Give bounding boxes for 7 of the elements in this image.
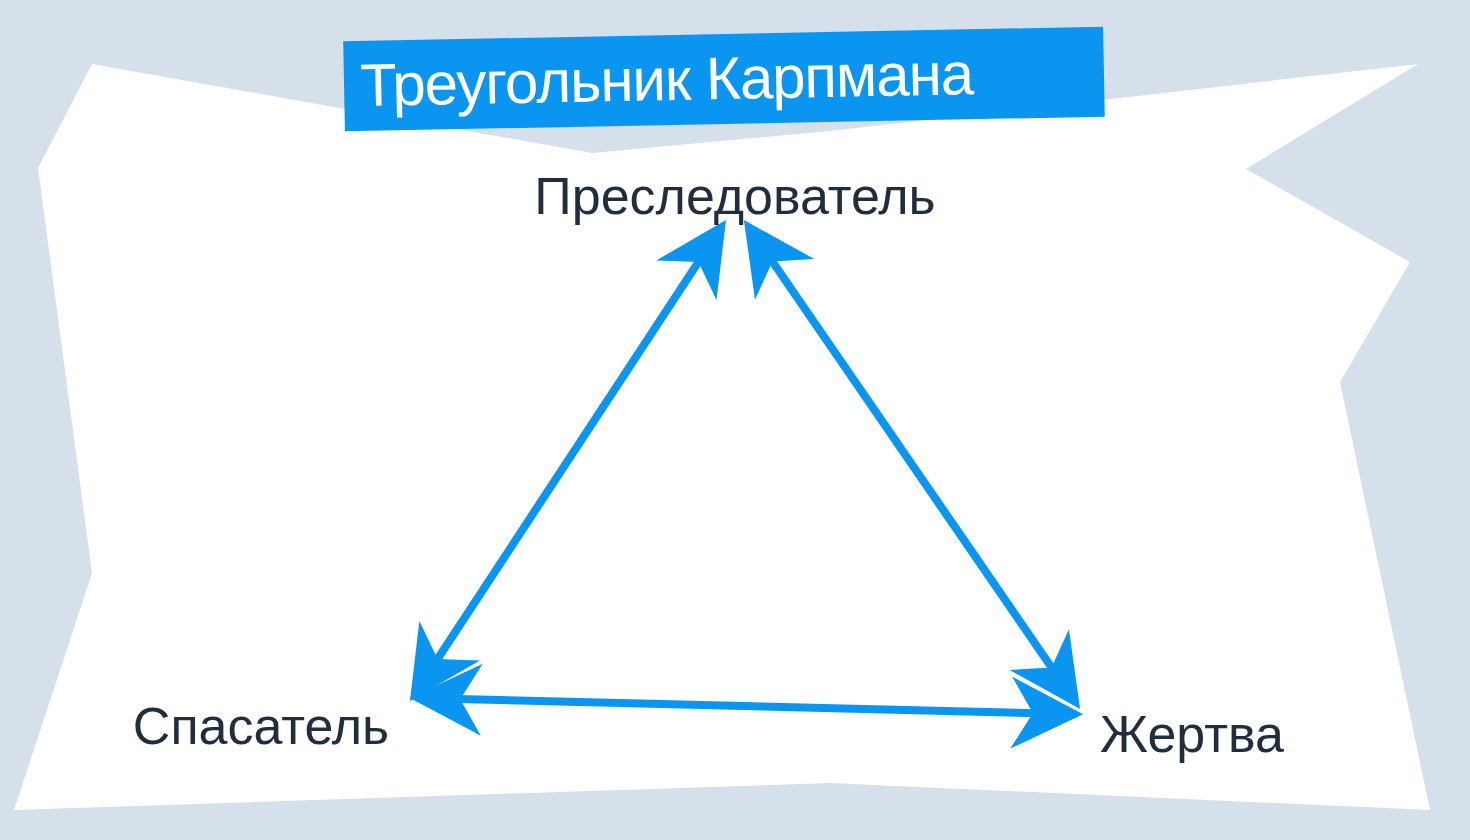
- role-label: Спасатель: [105, 695, 417, 757]
- title-banner: Треугольник Карпмана: [343, 26, 1105, 132]
- role-label: Преследователь: [495, 166, 975, 226]
- double-arrow: [743, 220, 1081, 709]
- double-arrow: [409, 663, 1084, 749]
- role-label: Жертва: [1076, 703, 1308, 765]
- double-arrow: [409, 220, 726, 701]
